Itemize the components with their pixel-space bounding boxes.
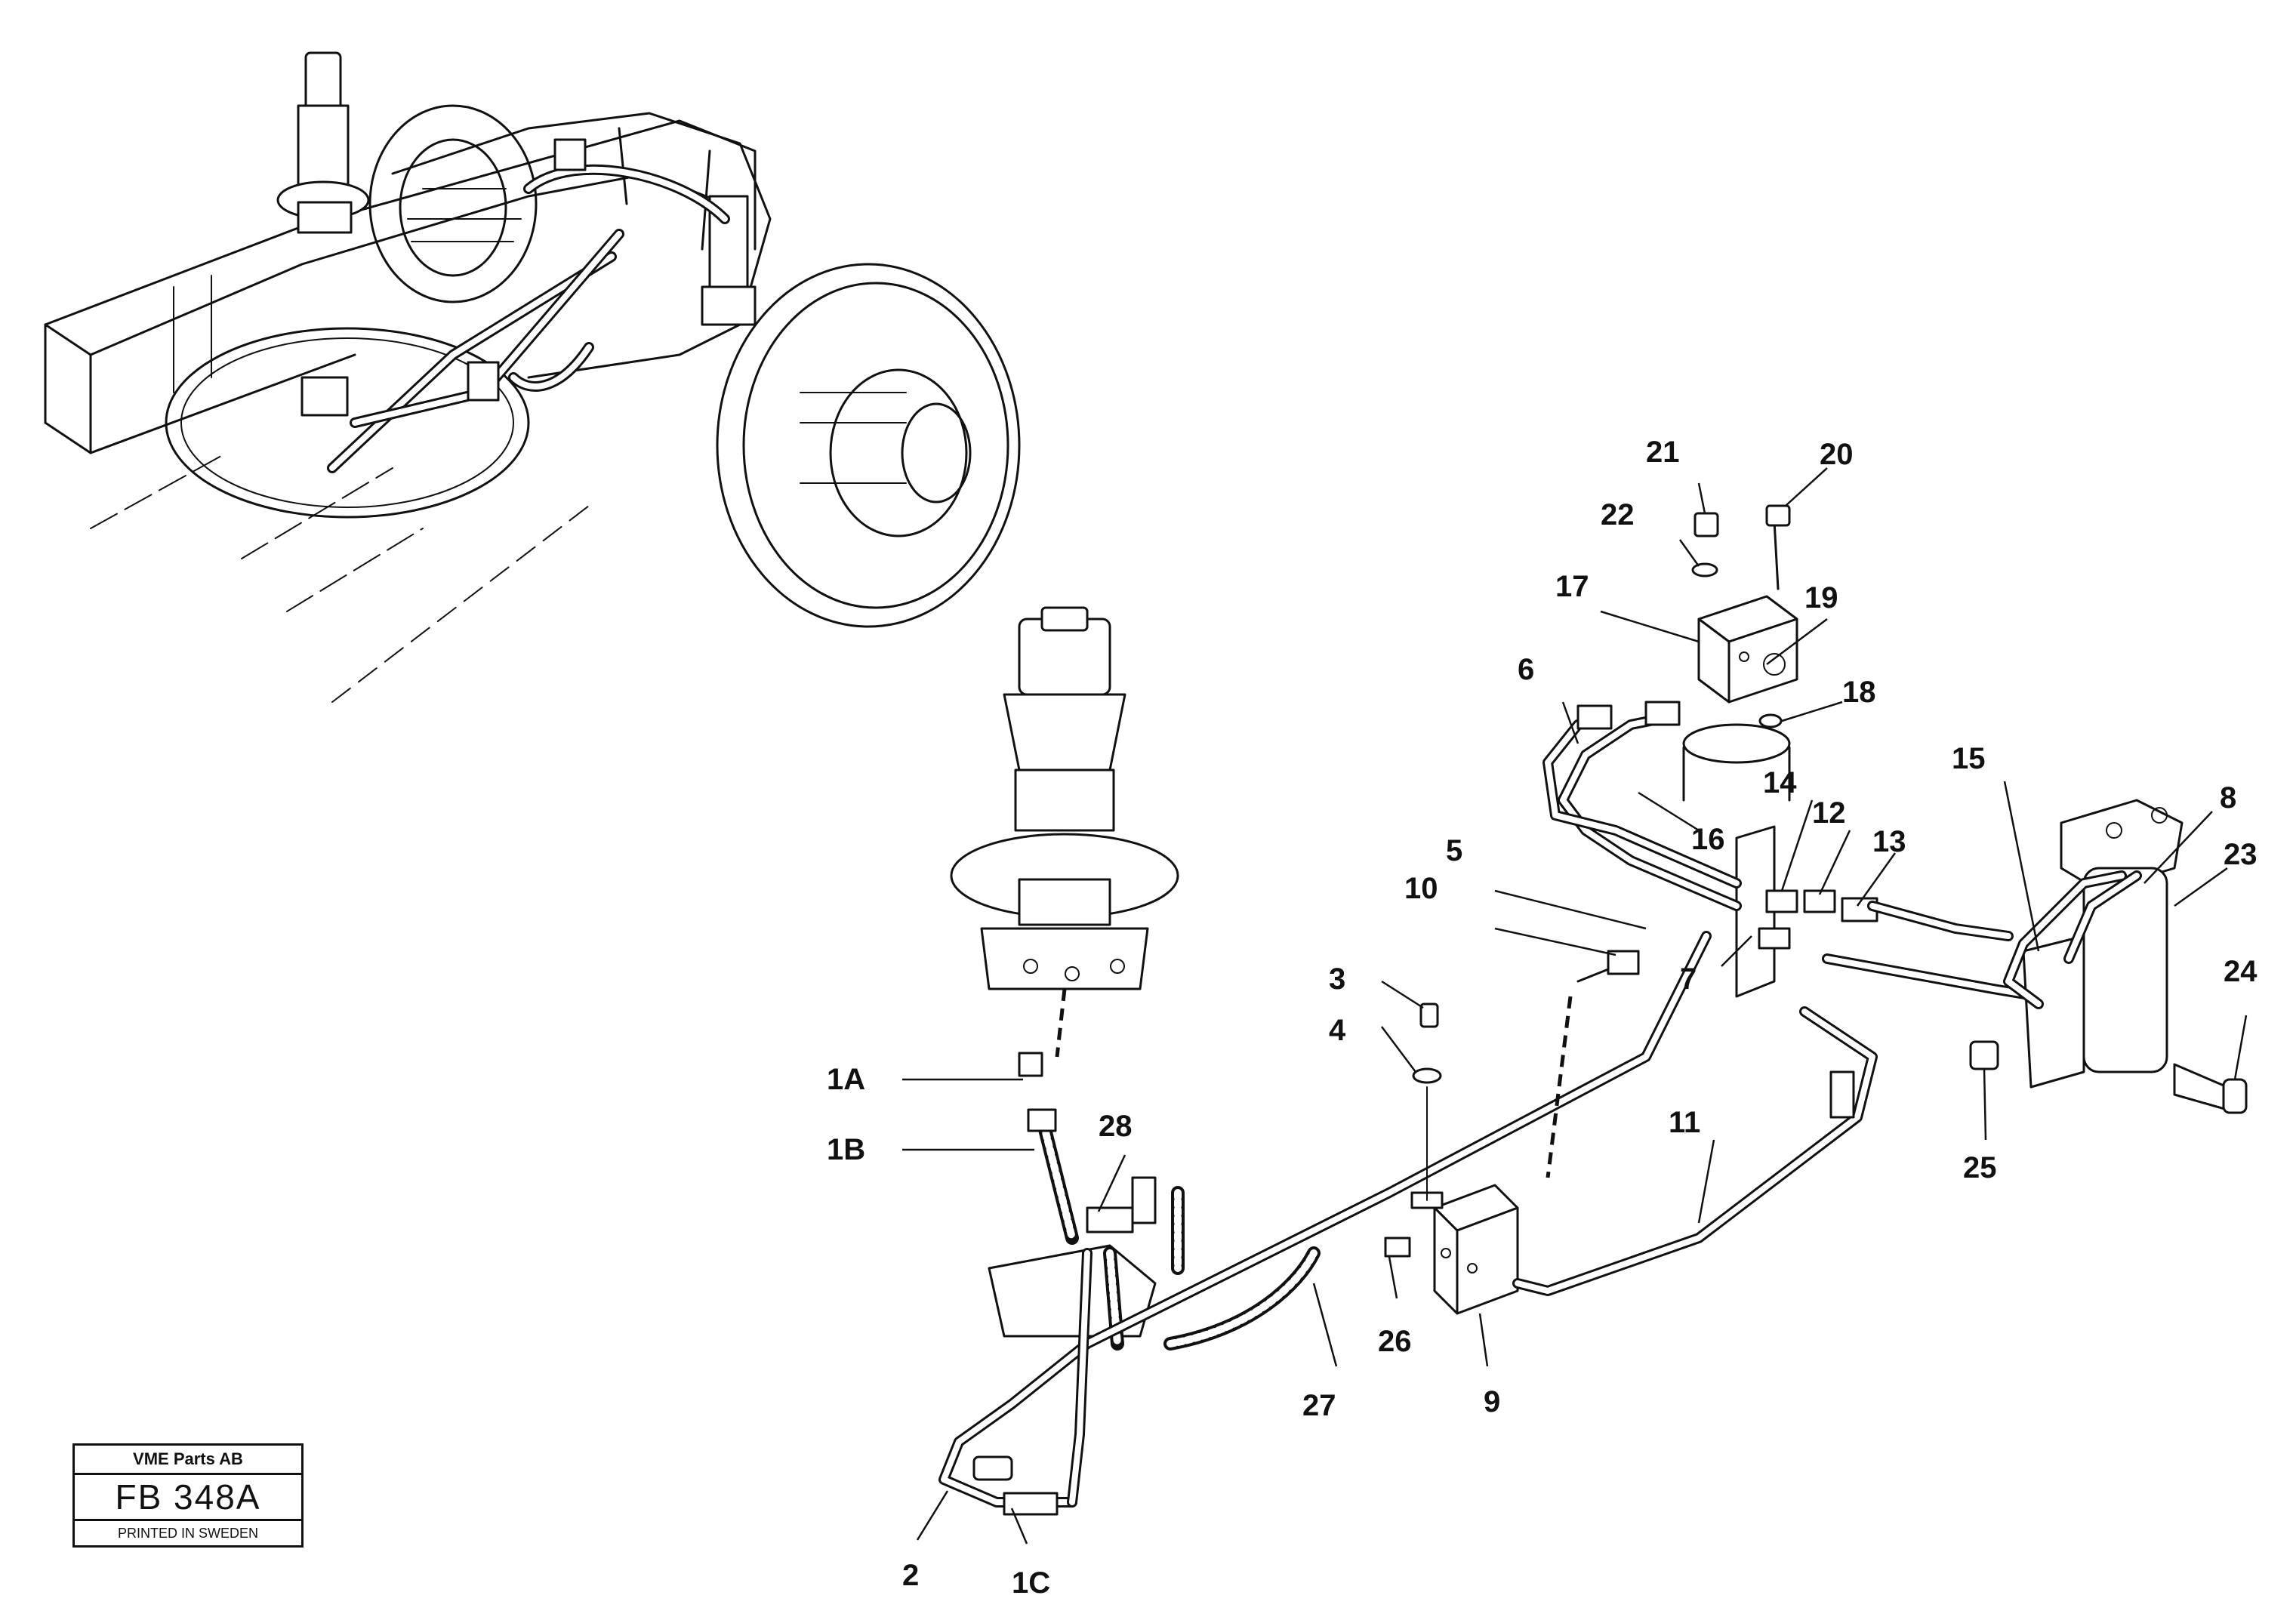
callout-20: 20 xyxy=(1820,438,1854,471)
callout-13: 13 xyxy=(1872,825,1906,858)
callout-19: 19 xyxy=(1804,581,1838,614)
callout-1A: 1A xyxy=(827,1063,865,1096)
company-name: VME Parts AB xyxy=(75,1446,301,1475)
callout-labels: 1A 1B 1C 2 3 4 5 6 7 8 9 10 11 12 13 14 … xyxy=(827,436,2257,1600)
callout-9: 9 xyxy=(1484,1385,1500,1418)
callout-12: 12 xyxy=(1812,796,1846,830)
callout-23: 23 xyxy=(2224,838,2257,871)
overview-chassis xyxy=(44,51,1021,703)
callout-25: 25 xyxy=(1963,1151,1997,1184)
callout-28: 28 xyxy=(1099,1110,1133,1143)
callout-14: 14 xyxy=(1763,766,1797,799)
callout-leaders xyxy=(902,467,2248,1545)
callout-7: 7 xyxy=(1680,962,1697,996)
callout-11: 11 xyxy=(1669,1106,1700,1139)
callout-18: 18 xyxy=(1842,676,1876,709)
callout-27: 27 xyxy=(1302,1389,1336,1422)
printed-note: PRINTED IN SWEDEN xyxy=(117,1525,258,1541)
title-block: VME Parts AB FB 348A PRINTED IN SWEDEN xyxy=(72,1443,304,1548)
callout-2: 2 xyxy=(902,1559,919,1592)
callout-15: 15 xyxy=(1952,742,1986,775)
callout-1B: 1B xyxy=(827,1133,865,1166)
callout-4: 4 xyxy=(1329,1014,1346,1047)
callout-24: 24 xyxy=(2224,955,2257,988)
callout-17: 17 xyxy=(1555,570,1589,603)
callout-8: 8 xyxy=(2220,781,2236,815)
right-steering-cylinder xyxy=(2022,799,2184,1089)
callout-22: 22 xyxy=(1601,498,1635,531)
callout-1C: 1C xyxy=(1012,1566,1050,1600)
callout-26: 26 xyxy=(1378,1325,1412,1358)
callout-10: 10 xyxy=(1404,872,1438,905)
callout-3: 3 xyxy=(1329,962,1345,996)
valve-block-17 xyxy=(1697,595,1798,704)
callout-21: 21 xyxy=(1646,436,1680,469)
callout-16: 16 xyxy=(1691,823,1725,856)
callout-6: 6 xyxy=(1518,653,1534,686)
valve-block-9 xyxy=(1433,1184,1519,1315)
callout-5: 5 xyxy=(1446,834,1462,867)
drawing-number: FB 348A xyxy=(75,1475,301,1521)
steering-cylinder xyxy=(950,606,1179,990)
